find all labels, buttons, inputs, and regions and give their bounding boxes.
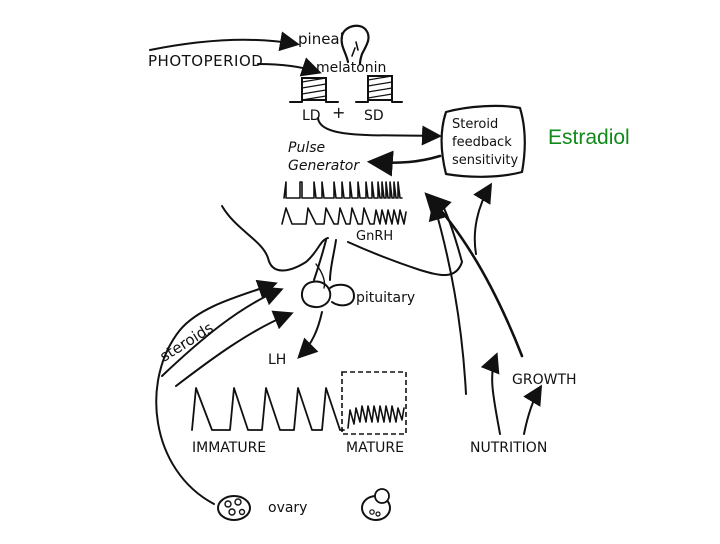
hypothalamus-outline [221, 205, 463, 276]
nutrition-to-pulse-arrow [428, 200, 467, 395]
pulse-generator-line2: Generator [288, 158, 360, 174]
sd-melatonin-pulse-icon [355, 75, 403, 103]
gnrh-pulse-train-lower [281, 207, 407, 225]
gnrh-pulse-train-upper [283, 181, 403, 199]
nutrition-to-growth-arrow-2 [523, 384, 543, 435]
mature-ovary-icon [361, 488, 391, 521]
steroids-label: steroids [157, 319, 217, 366]
hypothalamus-side-curve [441, 203, 463, 263]
ld-melatonin-pulse-icon [289, 77, 339, 103]
feedback-to-pulse-generator-arrow [366, 150, 442, 177]
steroids-to-pituitary-arrow-2 [175, 310, 294, 387]
ovary-to-steroids-arrow [155, 279, 278, 505]
lh-pattern-mature [347, 405, 405, 429]
steroid-feedback-line3: sensitivity [452, 153, 519, 168]
pituitary-gland-icon [301, 239, 355, 308]
mature-box [341, 371, 407, 435]
pulse-generator-line1: Pulse [288, 140, 325, 156]
ovary-label: ovary [268, 500, 307, 516]
plus-sign: + [332, 103, 345, 122]
immature-label: IMMATURE [192, 440, 266, 456]
photoperiod-label: PHOTOPERIOD [148, 52, 263, 70]
growth-label: GROWTH [512, 372, 577, 388]
melatonin-label: melatonin [316, 60, 386, 76]
growth-to-steroid-box-arrow [473, 182, 493, 255]
ld-label: LD [302, 108, 321, 124]
steroid-feedback-box [440, 104, 526, 178]
melatonin-to-feedback-arrow [317, 117, 442, 146]
steroid-feedback-line2: feedback [452, 135, 512, 150]
steroid-feedback-line1: Steroid [452, 117, 498, 132]
lh-label: LH [268, 352, 286, 368]
pineal-gland-icon [340, 24, 370, 66]
pituitary-label: pituitary [356, 290, 415, 306]
nutrition-to-growth-arrow [480, 352, 501, 435]
pituitary-to-lh-arrow [297, 311, 323, 359]
mature-label: MATURE [346, 440, 404, 456]
photoperiod-to-melatonin-arrow [257, 57, 322, 77]
photoperiod-to-pineal-arrow [149, 31, 300, 52]
lh-pattern-immature [191, 387, 345, 431]
estradiol-label: Estradiol [548, 126, 630, 149]
sd-label: SD [364, 108, 384, 124]
gnrh-label: GnRH [356, 229, 393, 244]
nutrition-label: NUTRITION [470, 440, 547, 456]
growth-to-feedback-arrow [424, 192, 524, 358]
pineal-label: pineal [298, 30, 344, 48]
immature-ovary-icon [217, 495, 251, 521]
